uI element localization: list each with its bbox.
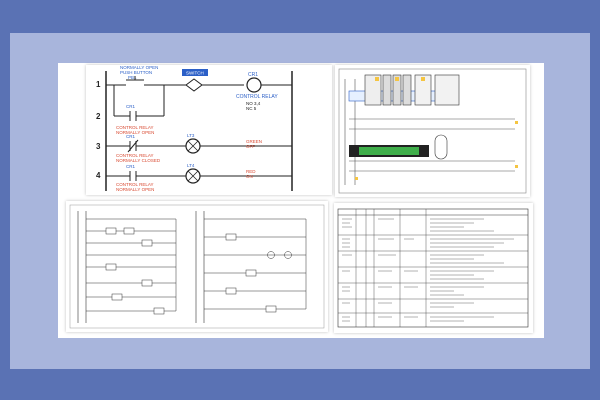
indicator-yellow bbox=[395, 77, 399, 81]
breaker bbox=[364, 74, 382, 106]
terminal-strip-green bbox=[359, 147, 419, 155]
contact-label: NORMALLY CLOSED bbox=[116, 158, 161, 163]
pushbutton-label: NORMALLY OPEN bbox=[120, 65, 158, 70]
component-box bbox=[111, 293, 123, 301]
indicator-yellow bbox=[375, 77, 379, 81]
component-box bbox=[105, 227, 117, 235]
light-tag: LT4 bbox=[187, 163, 195, 168]
ladder-diagram-panel: 1 2 3 4 NORMALLY OPEN PUSH BUTTON PB1 SW… bbox=[86, 65, 332, 195]
component-box bbox=[105, 263, 117, 271]
rung-number: 4 bbox=[96, 171, 101, 180]
contact-tag: CR1 bbox=[126, 104, 135, 109]
panel-layout-drawing bbox=[335, 65, 530, 197]
coil-label: CONTROL RELAY bbox=[236, 94, 278, 100]
contact-label: CONTROL RELAY bbox=[116, 182, 154, 187]
light-label: GREEN bbox=[246, 139, 262, 144]
switch-tag: SWITCH bbox=[186, 71, 204, 76]
component-box bbox=[153, 307, 165, 315]
limit-switch-symbol bbox=[185, 78, 203, 92]
coil-symbol bbox=[284, 251, 292, 259]
component-box bbox=[123, 227, 135, 235]
wiring-schematic bbox=[69, 204, 325, 329]
dim-marker bbox=[355, 177, 358, 180]
terminal bbox=[392, 74, 402, 106]
contact-label: NORMALLY OPEN bbox=[116, 187, 154, 192]
component-box bbox=[225, 287, 237, 295]
panel-layout bbox=[338, 68, 527, 194]
component-box bbox=[265, 305, 277, 313]
terminal bbox=[382, 74, 392, 106]
contactor bbox=[434, 74, 460, 106]
light-tag: LT3 bbox=[187, 133, 195, 138]
component-box bbox=[245, 269, 257, 277]
pushbutton-label: PUSH BUTTON bbox=[120, 70, 152, 75]
coil-symbol bbox=[267, 251, 275, 259]
enclosure-cutout bbox=[434, 134, 448, 160]
contact-label: CONTROL RELAY bbox=[116, 125, 154, 130]
coil-tag: CR1 bbox=[248, 72, 258, 78]
rung-number: 1 bbox=[96, 80, 101, 89]
pilot-light-cross bbox=[187, 140, 199, 152]
component-box bbox=[141, 279, 153, 287]
switch-tag-badge bbox=[182, 69, 208, 76]
bill-of-materials-table bbox=[337, 208, 529, 328]
ladder-diagram: 1 2 3 4 NORMALLY OPEN PUSH BUTTON PB1 SW… bbox=[96, 65, 293, 192]
contact-label: CONTROL RELAY bbox=[116, 153, 154, 158]
component-box bbox=[141, 239, 153, 247]
table-text-lines bbox=[342, 218, 514, 322]
dim-marker bbox=[515, 165, 518, 168]
light-label: ON bbox=[246, 174, 253, 179]
contact-nc-slash bbox=[127, 139, 139, 153]
relay-block bbox=[414, 74, 432, 106]
coil-contacts: NC 5 bbox=[246, 106, 257, 111]
indicator-yellow bbox=[421, 77, 425, 81]
drawing-border bbox=[69, 204, 325, 329]
contact-tag: CR1 bbox=[126, 134, 135, 139]
coil-contacts: NO 3,4 bbox=[246, 101, 261, 106]
bill-of-materials-panel bbox=[334, 203, 533, 333]
rung-number: 2 bbox=[96, 112, 101, 121]
light-label: OFF bbox=[246, 144, 255, 149]
contact-tag: CR1 bbox=[126, 164, 135, 169]
table-border bbox=[337, 208, 529, 328]
contact-label: NORMALLY OPEN bbox=[116, 130, 154, 135]
dim-marker bbox=[515, 121, 518, 124]
pushbutton-tag: PB1 bbox=[128, 75, 137, 80]
relay-coil-symbol bbox=[246, 77, 262, 93]
wiring-schematic-panel bbox=[66, 201, 328, 332]
terminal bbox=[402, 74, 412, 106]
rung-number: 3 bbox=[96, 142, 101, 151]
pilot-light-cross bbox=[187, 170, 199, 182]
component-box bbox=[225, 233, 237, 241]
drawing-border bbox=[338, 68, 527, 194]
light-label: RED bbox=[246, 169, 256, 174]
